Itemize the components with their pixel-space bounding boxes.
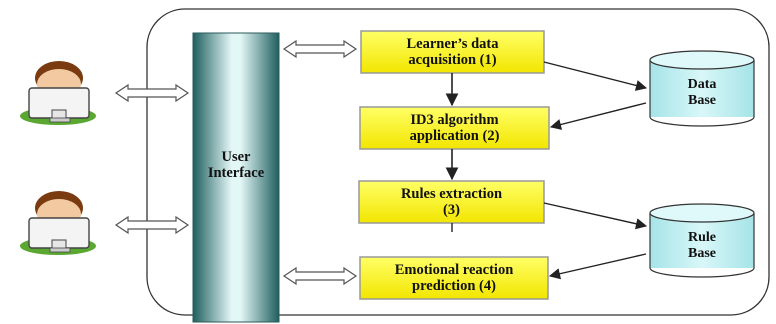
step-2-box <box>359 106 550 150</box>
step-1-box <box>360 30 545 74</box>
learner-at-computer-icon <box>20 61 96 125</box>
arrow-step1-to-database <box>543 61 648 91</box>
double-arrow-ui-step4 <box>282 266 358 286</box>
arrow-rulebase-to-step4 <box>548 253 647 280</box>
arrow-step3-to-rulebase <box>543 202 648 230</box>
arrow-database-to-step2 <box>549 102 647 130</box>
rule-base-cylinder <box>649 203 755 278</box>
double-arrow-ui-step1 <box>282 39 358 59</box>
learner-at-computer-icon <box>20 191 96 255</box>
step-4-box <box>359 256 549 300</box>
double-arrow-user1-ui <box>114 83 190 103</box>
system-container <box>146 8 770 316</box>
step-3-box <box>358 180 545 224</box>
user-interface-panel <box>192 32 280 323</box>
data-base-cylinder <box>649 50 755 127</box>
double-arrow-user2-ui <box>114 215 190 235</box>
